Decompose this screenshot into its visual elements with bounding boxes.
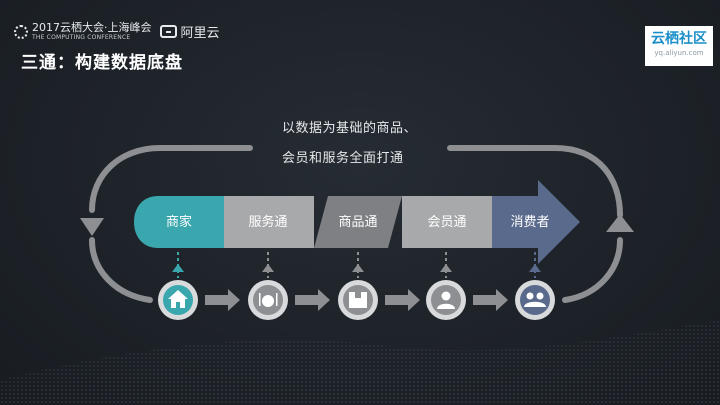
segment-merchant xyxy=(134,196,224,248)
conference-logo-icon xyxy=(14,24,28,39)
caption-line-2: 会员和服务全面打通 xyxy=(282,151,404,166)
node-service xyxy=(248,280,288,320)
dining-icon xyxy=(259,293,278,307)
aliyun-bracket-icon xyxy=(159,25,177,38)
segment-label-service: 服务通 xyxy=(248,215,288,230)
member-person-icon xyxy=(437,291,455,309)
dotted-wave-decoration xyxy=(0,320,720,405)
home-icon xyxy=(168,290,188,308)
product-box-icon xyxy=(349,292,367,308)
community-badge-title: 云栖社区 xyxy=(651,31,707,47)
right-loop-arrowhead xyxy=(606,214,634,232)
node-consumer xyxy=(515,280,555,320)
segment-label-product: 商品通 xyxy=(338,215,378,230)
consumers-group-icon xyxy=(524,292,546,307)
left-loop-arrowhead xyxy=(80,218,104,236)
outer-loop-arrows xyxy=(89,145,623,303)
aliyun-brand: 阿里云 xyxy=(180,26,220,41)
caption: 以数据为基础的商品、 会员和服务全面打通 xyxy=(282,114,417,174)
node-merchant xyxy=(158,280,198,320)
segment-label-consumer: 消费者 xyxy=(510,215,550,230)
conference-logo-text: 2017云栖大会·上海峰会 THE COMPUTING CONFERENCE xyxy=(32,21,152,42)
connectors xyxy=(177,252,536,278)
aliyun-logo: 阿里云 xyxy=(159,22,220,41)
caption-line-1: 以数据为基础的商品、 xyxy=(282,121,418,136)
page-title: 三通：构建数据底盘 xyxy=(21,53,183,73)
segment-member xyxy=(402,196,492,248)
conference-title: 2017云栖大会·上海峰会 xyxy=(32,21,152,34)
node-product xyxy=(338,280,378,320)
segment-service xyxy=(224,196,314,248)
segment-label-member: 会员通 xyxy=(427,215,467,230)
connector-arrowheads xyxy=(172,264,541,272)
community-badge: 云栖社区 yq.aliyun.com xyxy=(645,26,713,66)
node-arrows xyxy=(205,289,508,311)
segment-consumer xyxy=(492,180,580,264)
segment-product xyxy=(314,196,402,248)
conference-subtitle: THE COMPUTING CONFERENCE xyxy=(32,34,131,41)
segment-label-merchant: 商家 xyxy=(165,215,192,230)
community-badge-url: yq.aliyun.com xyxy=(654,49,704,57)
header-logos: 2017云栖大会·上海峰会 THE COMPUTING CONFERENCE 阿… xyxy=(14,22,220,41)
node-member xyxy=(426,280,466,320)
flow-bar xyxy=(134,180,580,264)
